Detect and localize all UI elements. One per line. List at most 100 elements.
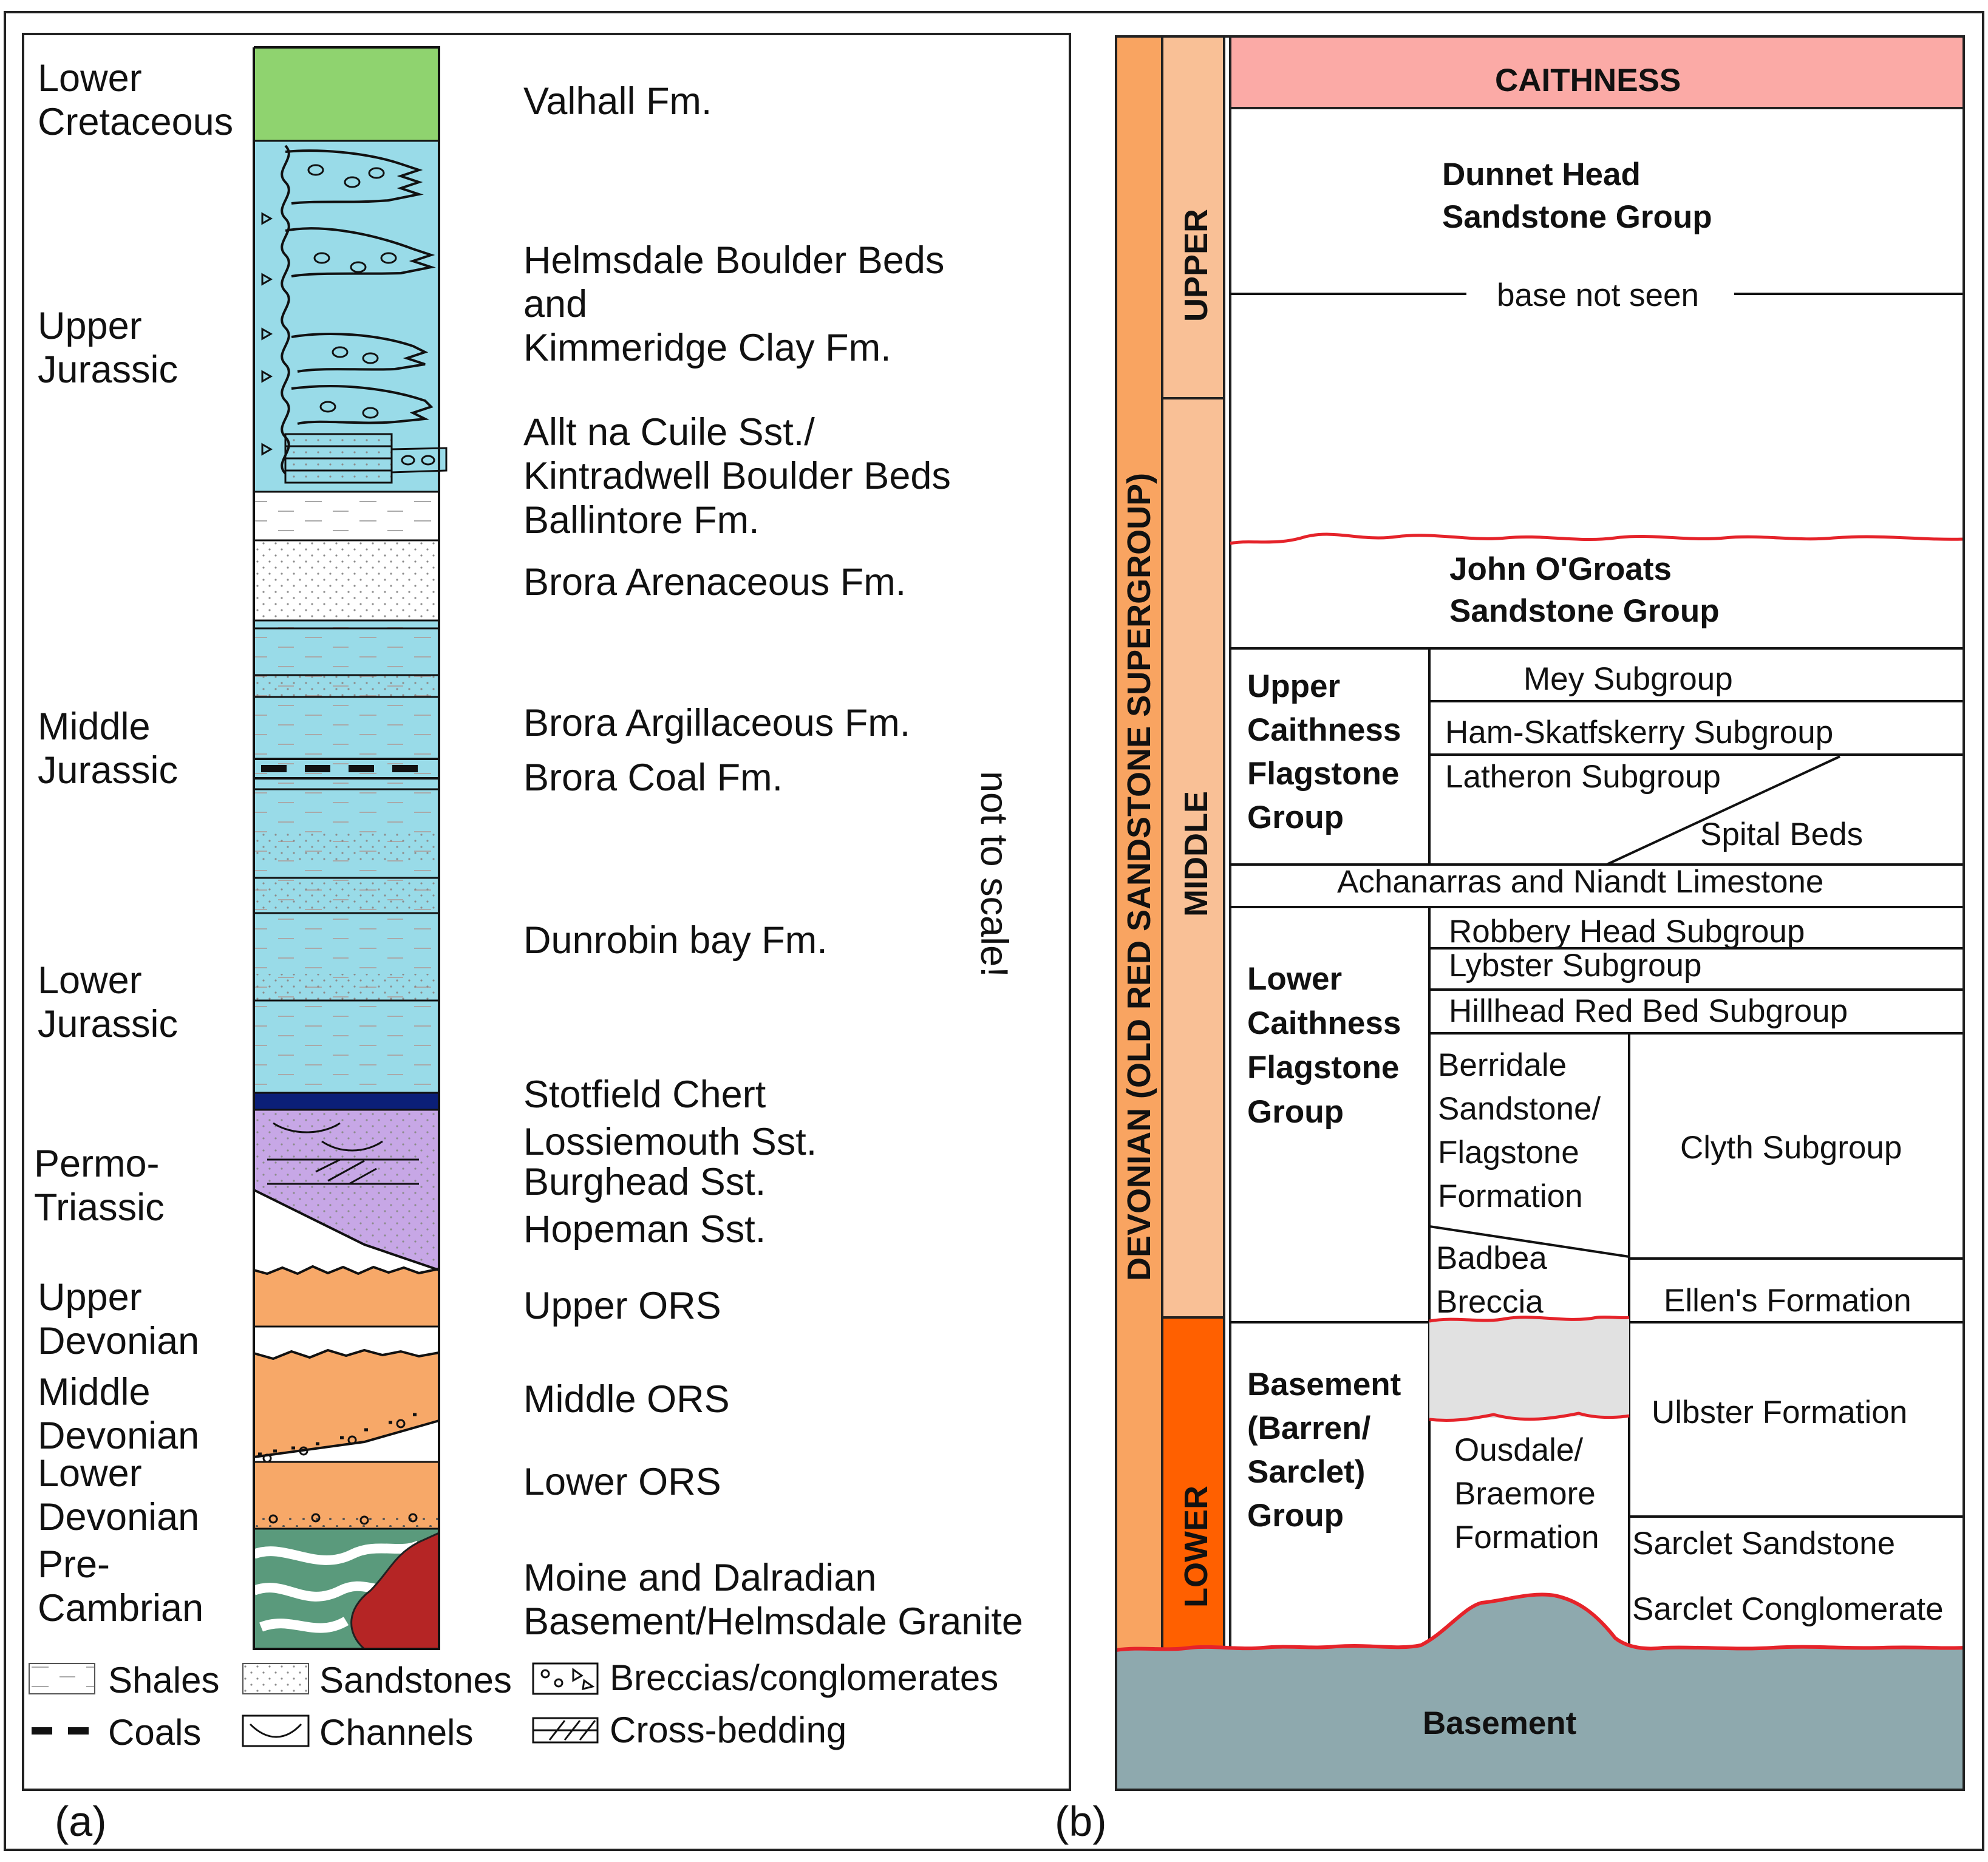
sarclet-sandstone-label: Sarclet Sandstone: [1632, 1526, 1895, 1561]
coal-dash-3: [349, 765, 374, 772]
upper-ors-layer: [254, 1266, 439, 1327]
moine-fold-1: [252, 1540, 421, 1565]
boulder-clast-4: [313, 252, 330, 264]
spital-label: Spital Beds: [1700, 817, 1863, 852]
middle-ors-layer: [254, 1350, 439, 1457]
fm-moine-1: Moine and Dalradian: [523, 1557, 876, 1599]
basement-block: [1116, 1594, 1964, 1790]
channel-1: [273, 1122, 341, 1133]
kintradwell-clast-1: [401, 455, 415, 466]
ballintore-shale-pattern: [254, 492, 439, 540]
breccia-clast-1: [261, 212, 273, 225]
berridale-label-3: Flagstone: [1438, 1135, 1579, 1171]
age-permo-triassic-2: Triassic: [34, 1186, 165, 1229]
fm-allt-2: Kintradwell Boulder Beds: [523, 455, 951, 497]
breccia-clast-4: [261, 370, 273, 383]
lcfg-label-3: Flagstone: [1247, 1050, 1399, 1086]
age-lower-devonian-1: Lower: [38, 1452, 142, 1495]
legend-breccias-clast-2: [554, 1678, 563, 1688]
sand-bed-3: [254, 878, 439, 913]
series-upper-block: [1161, 35, 1225, 399]
legend-channels-swatch: [242, 1714, 310, 1747]
badbea-label-2: Breccia: [1436, 1284, 1544, 1320]
cross-bed-foreset-1: [315, 1158, 377, 1185]
boulder-bed-4: [291, 385, 434, 425]
berridale-label-4: Formation: [1438, 1178, 1583, 1214]
ucfg-label-2: Caithness: [1247, 712, 1401, 748]
legend-breccias-clast-1: [540, 1669, 550, 1679]
pebble-5: [268, 1514, 278, 1524]
legend-shales-label: Shales: [108, 1660, 219, 1701]
basement-group-label-3: Sarclet): [1247, 1454, 1365, 1490]
permo-triassic-sand-pattern: [254, 1110, 439, 1270]
age-pre-cambrian-2: Cambrian: [38, 1587, 203, 1629]
fm-burghead: Burghead Sst.: [523, 1161, 766, 1203]
pebble-8: [408, 1513, 418, 1523]
brora-arenaceous-sand-pattern: [254, 540, 439, 620]
fm-lossiemouth: Lossiemouth Sst.: [523, 1121, 817, 1163]
boulder-clast-2: [344, 176, 361, 188]
lcfg-label-4: Group: [1247, 1094, 1344, 1130]
hopeman-white-wedge: [254, 1190, 439, 1270]
badbea-label-1: Badbea: [1436, 1240, 1547, 1276]
caithness-title: CAITHNESS: [1495, 63, 1681, 98]
sarclet-conglomerate-label: Sarclet Conglomerate: [1632, 1591, 1944, 1627]
badbea-top-line: [1429, 1225, 1630, 1258]
berridale-label-1: Berridale: [1438, 1047, 1567, 1083]
moine-fold-3: [259, 1616, 349, 1633]
dunnet-label-2: Sandstone Group: [1442, 199, 1712, 235]
fm-dunrobin: Dunrobin bay Fm.: [523, 919, 828, 962]
achanarras-label: Achanarras and Niandt Limestone: [1337, 864, 1823, 900]
fm-brora-coal: Brora Coal Fm.: [523, 756, 783, 799]
age-upper-devonian-2: Devonian: [38, 1320, 199, 1362]
unconformity-middle-ors: [253, 1348, 440, 1361]
pebble-6: [311, 1513, 321, 1523]
boulder-clast-5: [350, 261, 367, 273]
boulder-clast-8: [362, 352, 379, 364]
unconformity-upper-ors: [253, 1265, 440, 1276]
boulder-clast-3: [368, 167, 385, 179]
boulder-clast-10: [362, 407, 379, 419]
ham-label: Ham-Skatfskerry Subgroup: [1445, 715, 1833, 750]
basement-unconformity: [1115, 1592, 1964, 1652]
ucfg-label-1: Upper: [1247, 668, 1340, 704]
series-lower-block: [1161, 1316, 1225, 1689]
age-middle-jurassic-2: Jurassic: [38, 749, 178, 792]
panel-b: DEVONIAN (OLD RED SANDSTONE SUPERGROUP) …: [1055, 35, 1965, 1845]
age-pre-cambrian-1: Pre-: [38, 1543, 110, 1586]
lower-ors-pebble-band: [254, 1515, 439, 1527]
series-middle-label: MIDDLE: [1178, 791, 1214, 917]
basement-group-label-2: (Barren/: [1247, 1410, 1371, 1446]
legend-sandstones-swatch: [242, 1663, 309, 1694]
fm-middle-ors: Middle ORS: [523, 1378, 730, 1421]
upper-ors-gap: [254, 1327, 439, 1353]
ucfg-label-3: Flagstone: [1247, 756, 1399, 792]
age-middle-devonian-2: Devonian: [38, 1415, 199, 1457]
valhall-layer: [254, 49, 439, 141]
legend-breccias-clast-3: [572, 1668, 584, 1682]
channel-2: [321, 1140, 383, 1152]
latheron-label: Latheron Subgroup: [1445, 759, 1721, 795]
legend-breccias-clast-4: [582, 1679, 595, 1690]
clyth-label: Clyth Subgroup: [1680, 1130, 1902, 1166]
legend-coals-dash-1: [32, 1727, 52, 1735]
boulder-bed-3: [291, 333, 429, 373]
fm-brora-arenaceous: Brora Arenaceous Fm.: [523, 561, 906, 603]
stotfield-chert-layer: [254, 1093, 439, 1110]
pebble-7: [359, 1515, 369, 1525]
hopeman-contact: [253, 1189, 440, 1271]
not-to-scale-note: not to scale!: [973, 771, 1015, 977]
panel-a-label: (a): [55, 1798, 107, 1845]
age-middle-devonian-1: Middle: [38, 1371, 151, 1413]
coal-dash-1: [261, 765, 287, 772]
legend-cross-bedding-label: Cross-bedding: [610, 1710, 846, 1750]
figure-border: [4, 11, 1984, 1851]
legend-cross-bedding-lines: [533, 1720, 597, 1741]
fm-brora-argillaceous: Brora Argillaceous Fm.: [523, 702, 910, 744]
basement-frame: [1115, 35, 1965, 1791]
fm-lower-ors: Lower ORS: [523, 1461, 721, 1503]
base-not-seen-label: base not seen: [1497, 277, 1699, 313]
unconformity-gap-base: [1429, 1412, 1630, 1422]
age-lower-devonian-2: Devonian: [38, 1496, 199, 1538]
age-upper-devonian-1: Upper: [38, 1276, 142, 1319]
